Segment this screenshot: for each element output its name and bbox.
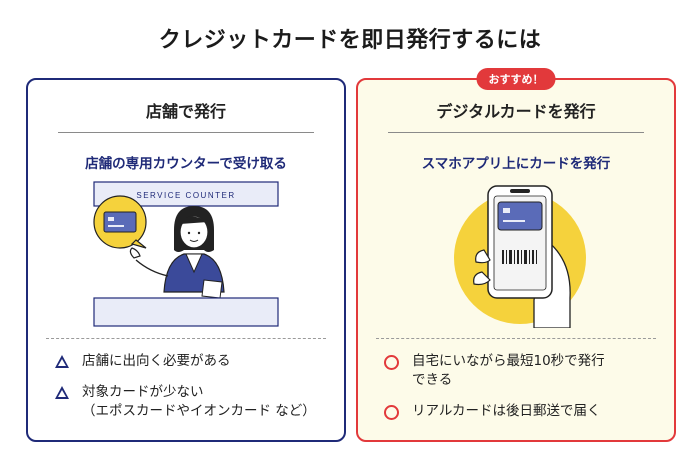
list-item: 店舗に出向く必要がある [54,352,332,371]
triangle-icon [54,354,70,370]
digital-issue-heading: デジタルカードを発行 [436,102,596,121]
digital-issue-subtitle: スマホアプリ上にカードを発行 [421,156,611,172]
smartphone-illustration-svg [454,185,586,328]
page-title: クレジットカードを即日発行するには [158,28,542,53]
store-counter-illustration-svg: SERVICE COUNTER [93,181,279,327]
store-issue-subtitle: 店舗の専用カウンターで受け取る [85,156,287,172]
credit-card-bubble-icon [93,195,147,249]
circle-icon [384,404,400,420]
digital-issue-points: 自宅にいながら最短10秒で発行 できる リアルカードは後日郵送で届く [384,352,662,433]
staff-person-icon [129,206,225,299]
triangle-icon [54,385,70,401]
recommended-badge: おすすめ！ [476,68,556,90]
circle-icon [384,354,400,370]
digital-issue-card: おすすめ！ デジタルカードを発行 スマホアプリ上にカードを発行 [356,68,676,442]
counter-desk [93,297,279,327]
store-issue-card: 店舗で発行 店舗の専用カウンターで受け取る SERVICE COUNTER [26,78,346,442]
heading-divider [388,132,644,133]
list-item: リアルカードは後日郵送で届く [384,402,662,421]
list-item: 対象カードが少ない （エポスカードやイオンカード など） [54,383,332,421]
heading-divider [58,132,314,133]
smartphone-illustration [358,180,674,328]
store-issue-points: 店舗に出向く必要がある 対象カードが少ない （エポスカードやイオンカード など） [54,352,332,433]
counter-sign-text: SERVICE COUNTER [136,191,235,200]
section-divider [46,338,326,339]
store-issue-heading: 店舗で発行 [145,102,226,121]
section-divider [376,338,656,339]
list-item: 自宅にいながら最短10秒で発行 できる [384,352,662,390]
smartphone-icon [473,185,571,328]
store-counter-illustration: SERVICE COUNTER [28,180,344,328]
